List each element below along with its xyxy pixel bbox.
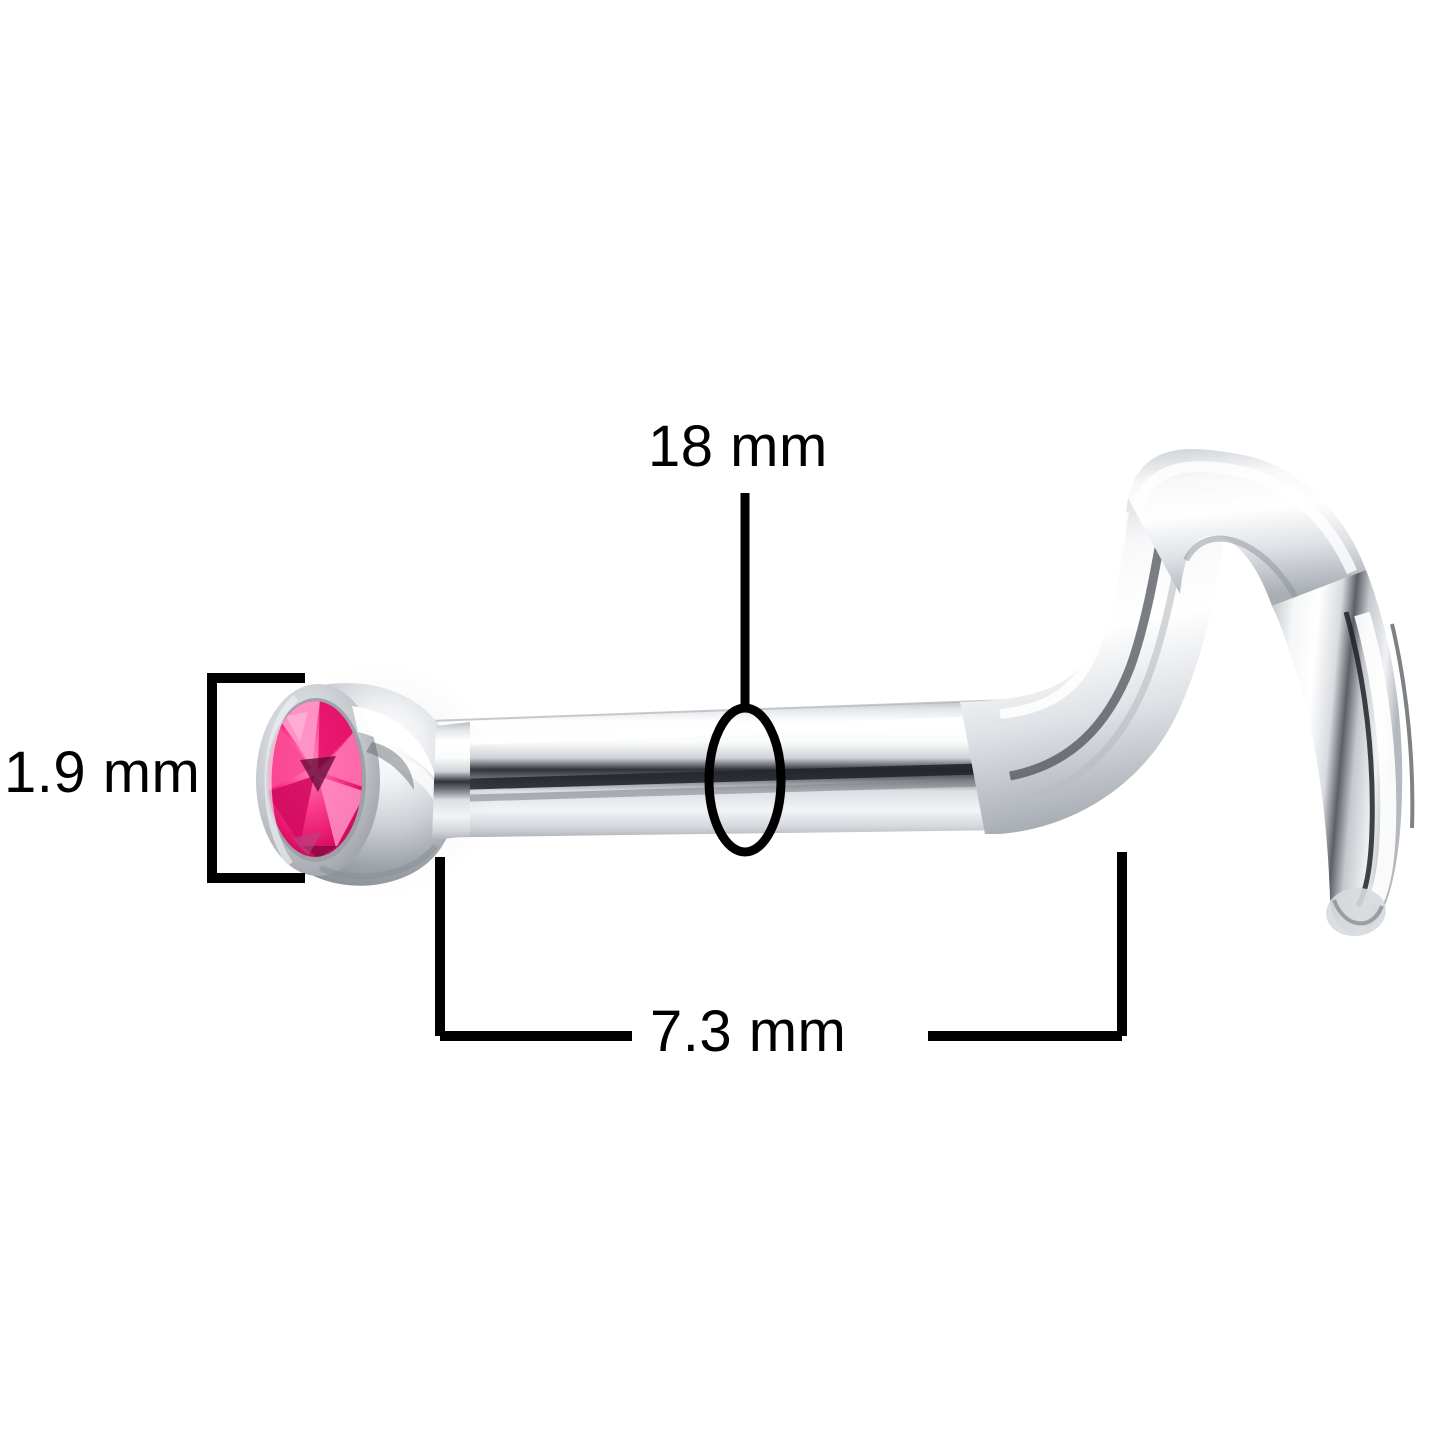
piercing-arch bbox=[1128, 449, 1366, 608]
gauge-dimension-label: 18 mm bbox=[648, 414, 828, 479]
gem-size-dimension-label: 1.9 mm bbox=[4, 740, 201, 805]
gem-ball-head bbox=[256, 664, 498, 896]
piercing-tail bbox=[1272, 570, 1415, 937]
post-length-dimension-label: 7.3 mm bbox=[650, 999, 847, 1064]
